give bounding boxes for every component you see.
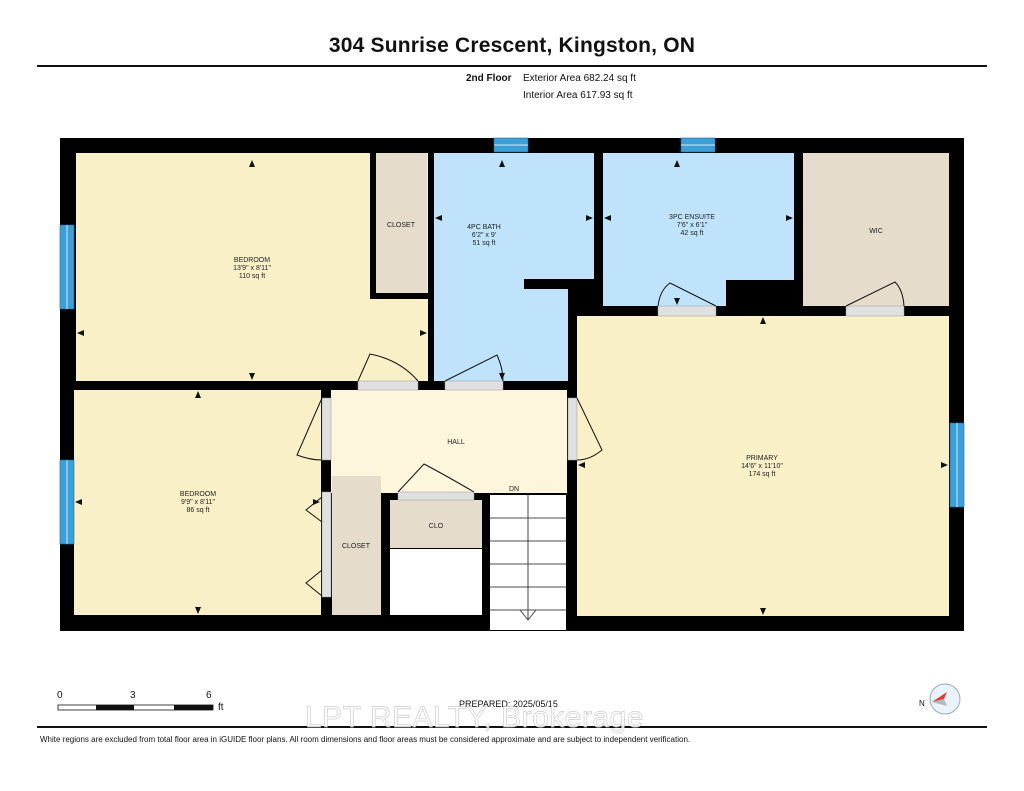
room-bedroom-2 (74, 390, 321, 615)
label-bedroom-2-dims: 9'9" x 8'11" (181, 499, 215, 506)
label-bedroom-2-area: 86 sq ft (187, 507, 210, 514)
scale-unit: ft (218, 702, 224, 713)
label-stairs-down: DN (509, 486, 519, 493)
prepared-date: PREPARED: 2025/05/15 (459, 699, 558, 709)
door-swings (296, 281, 905, 597)
closet-wall-1b (370, 293, 428, 299)
scale-bar (57, 704, 214, 711)
scale-label-3: 3 (130, 690, 136, 701)
bath-wall-step (524, 279, 594, 289)
excluded-region (390, 549, 482, 615)
floor-label: 2nd Floor (466, 73, 512, 84)
label-bath: 4PC BATH (467, 224, 501, 231)
room-bedroom-1-notch (376, 298, 428, 381)
ensuite-wall-block (726, 280, 794, 314)
scale-label-6: 6 (206, 690, 212, 701)
room-clo (390, 500, 482, 548)
room-closet-1 (376, 153, 427, 294)
label-closet-1: CLOSET (387, 222, 416, 229)
plan-title: 304 Sunrise Crescent, Kingston, ON (328, 34, 696, 57)
label-ensuite-dims: 7'6" x 6'1" (677, 222, 708, 229)
label-bedroom-2: BEDROOM (180, 491, 216, 498)
label-primary: PRIMARY (746, 455, 778, 462)
exterior-area: Exterior Area 682.24 sq ft (523, 73, 636, 84)
room-primary (577, 316, 949, 616)
label-ensuite-area: 42 sq ft (681, 230, 704, 237)
compass-icon: N (919, 683, 961, 715)
label-bedroom-1: BEDROOM (234, 257, 270, 264)
label-bath-dims: 6'2" x 9' (472, 232, 496, 239)
label-bath-area: 51 sq ft (473, 240, 496, 247)
brokerage-watermark: LPT REALTY, Brokerage (305, 701, 645, 735)
room-4pc-bath (434, 153, 594, 381)
scale-label-0: 0 (57, 690, 63, 701)
label-primary-area: 174 sq ft (749, 471, 776, 478)
room-closet-2 (332, 476, 381, 615)
label-ensuite: 3PC ENSUITE (669, 214, 715, 221)
label-closet-2: CLOSET (342, 543, 371, 550)
header-rule (37, 65, 987, 67)
dimension-arrows (75, 160, 948, 615)
disclaimer-text: White regions are excluded from total fl… (40, 735, 691, 744)
label-hall: HALL (447, 439, 465, 446)
room-bedroom-1 (76, 153, 428, 381)
label-wic: WIC (869, 228, 883, 235)
label-bedroom-1-dims: 13'9" x 8'11" (233, 265, 271, 272)
window-panes (66, 144, 958, 544)
room-wic (803, 153, 949, 306)
footer-rule (37, 726, 987, 728)
label-primary-dims: 14'6" x 11'10" (741, 463, 783, 470)
label-clo: CLO (429, 523, 444, 530)
closet-wall-1 (370, 153, 376, 298)
door-openings (321, 305, 905, 598)
interior-area: Interior Area 617.93 sq ft (523, 90, 633, 101)
stair-arrow (519, 495, 537, 621)
compass-north-label: N (919, 699, 925, 708)
label-bedroom-1-area: 110 sq ft (239, 273, 265, 280)
